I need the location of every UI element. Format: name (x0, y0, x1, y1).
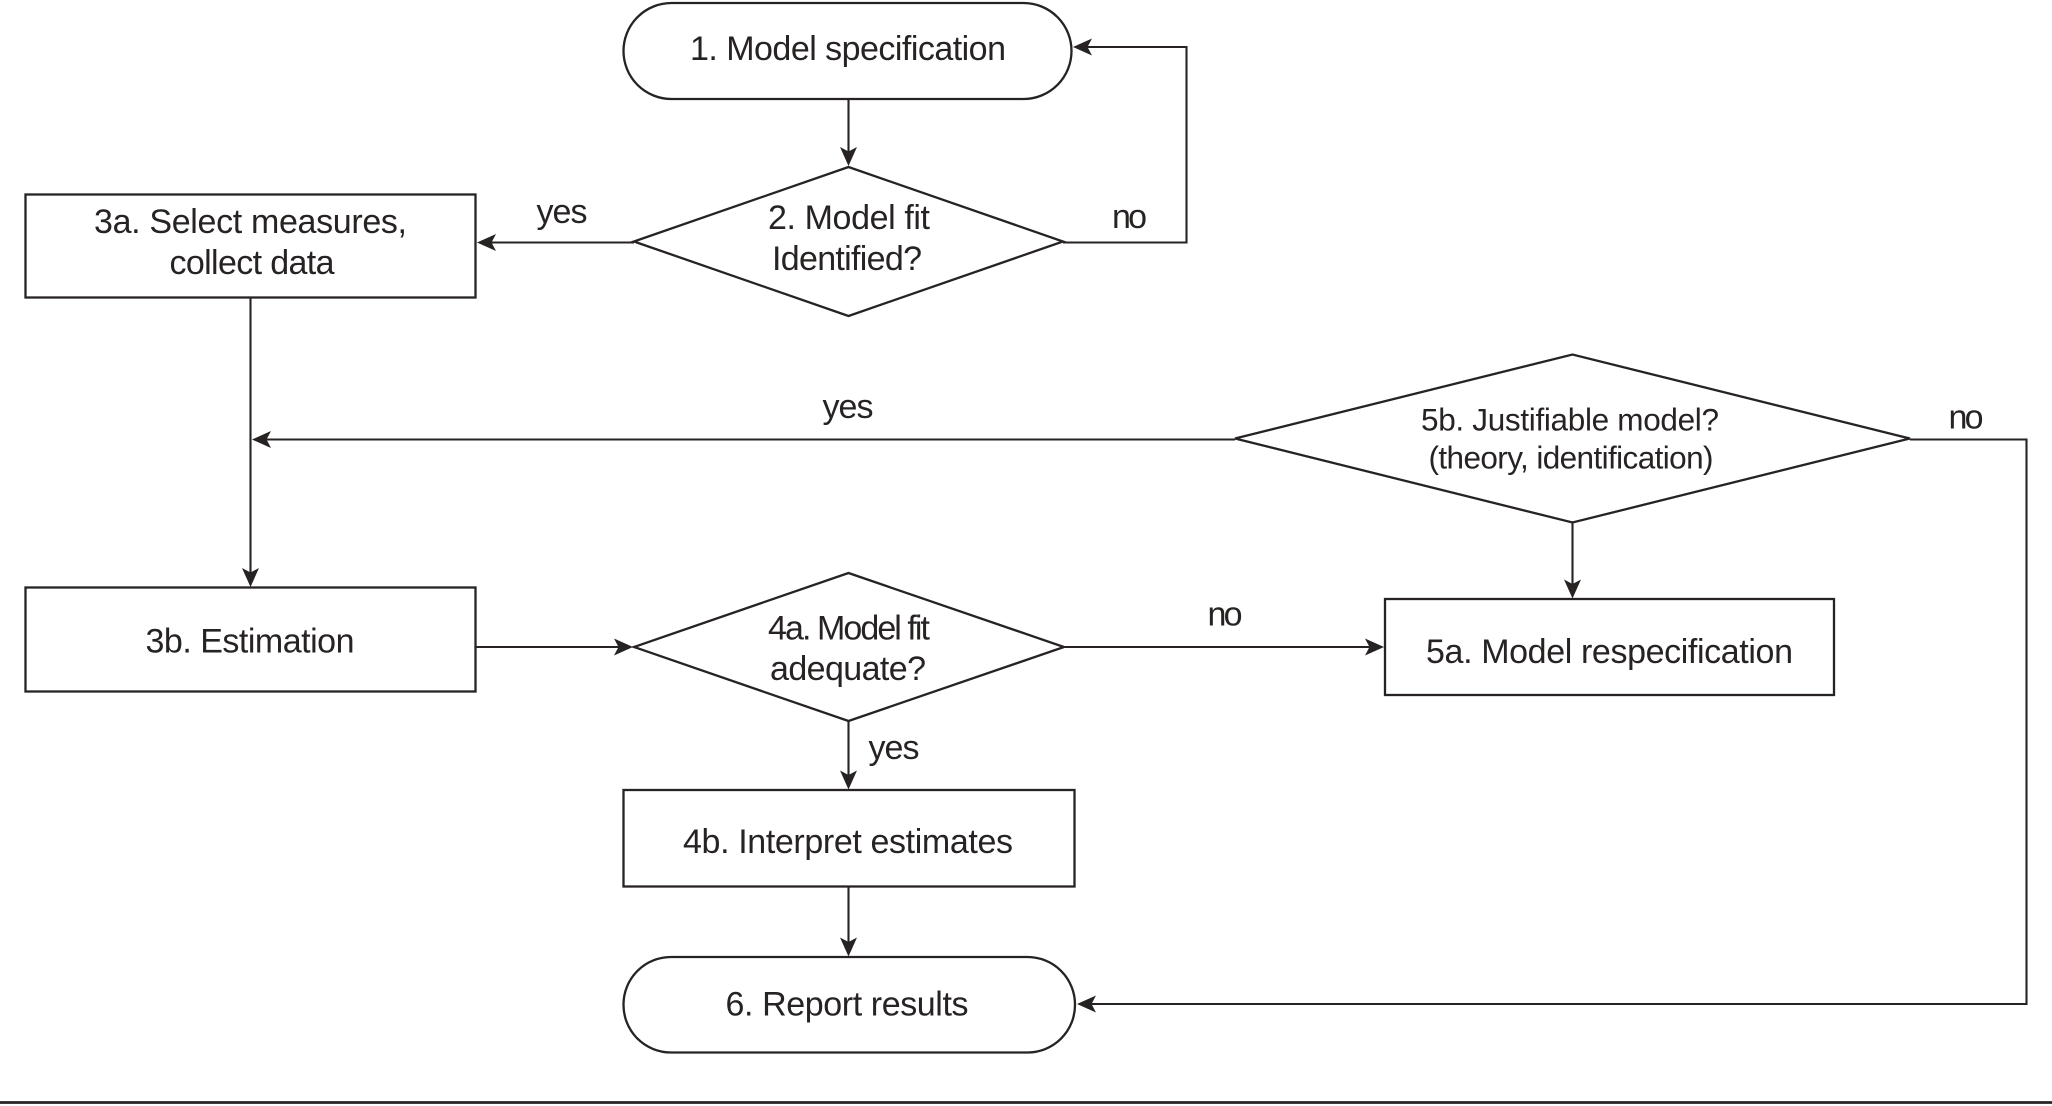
svg-text:yes: yes (823, 388, 874, 426)
svg-text:adequate?: adequate? (770, 650, 926, 688)
svg-text:no: no (1112, 198, 1147, 236)
svg-text:1. Model specification: 1. Model specification (690, 30, 1006, 68)
svg-text:yes: yes (537, 193, 588, 231)
svg-text:no: no (1949, 399, 1984, 437)
svg-text:3b. Estimation: 3b. Estimation (146, 623, 355, 661)
svg-text:5b. Justifiable model?: 5b. Justifiable model? (1421, 402, 1719, 438)
svg-text:6. Report results: 6. Report results (726, 986, 969, 1024)
svg-text:4a. Model fit: 4a. Model fit (768, 610, 931, 648)
svg-text:collect data: collect data (170, 244, 335, 282)
svg-text:(theory, identification): (theory, identification) (1429, 440, 1714, 476)
svg-text:5a. Model respecification: 5a. Model respecification (1426, 633, 1793, 671)
svg-text:3a. Select measures,: 3a. Select measures, (94, 203, 407, 241)
svg-text:yes: yes (869, 729, 920, 767)
svg-text:Identified?: Identified? (772, 240, 922, 278)
svg-text:4b. Interpret estimates: 4b. Interpret estimates (683, 823, 1013, 861)
svg-text:no: no (1208, 596, 1243, 634)
svg-text:2. Model fit: 2. Model fit (768, 199, 931, 237)
